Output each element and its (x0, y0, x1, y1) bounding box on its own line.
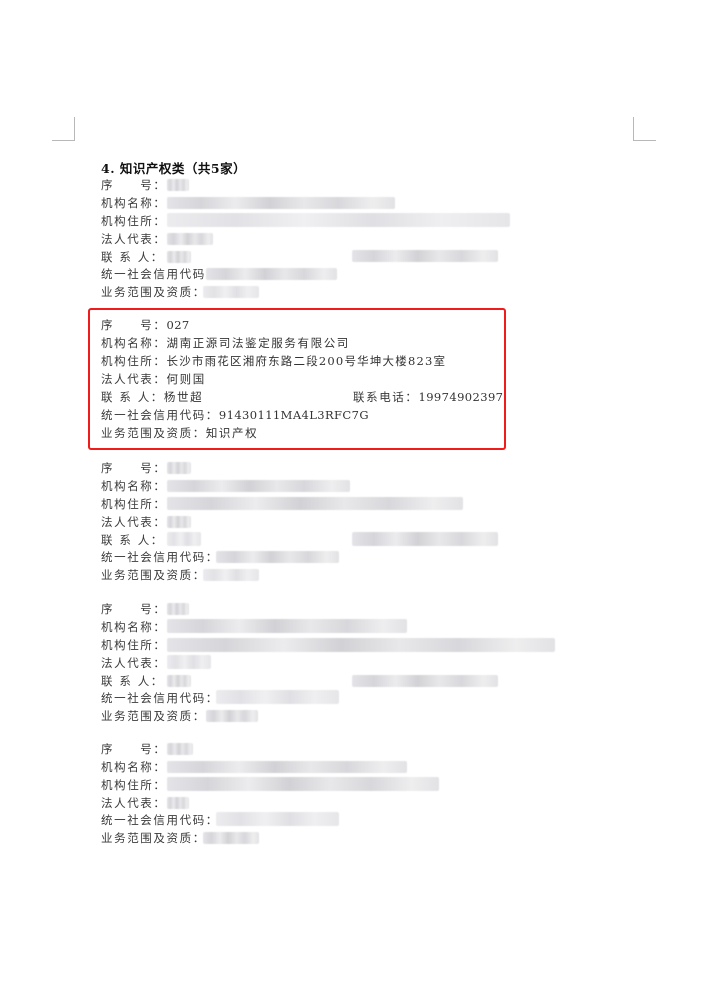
redacted-value (167, 675, 191, 687)
redacted-value (167, 497, 463, 510)
scope-value: 知识产权 (205, 426, 259, 440)
name-label: 机构名称： (101, 336, 167, 350)
redacted-value (203, 569, 259, 581)
redacted-value (167, 462, 191, 474)
redacted-value (167, 638, 555, 652)
redacted-value (167, 233, 213, 245)
credit-code-label: 统一社会信用代码： (101, 813, 219, 827)
redacted-value (352, 675, 498, 687)
redacted-value (167, 516, 191, 528)
credit-code-label: 统一社会信用代码： (101, 550, 219, 564)
legal-rep-label: 法人代表： (101, 232, 167, 246)
redacted-value (167, 179, 189, 191)
redacted-value (167, 743, 193, 755)
redacted-value (203, 286, 259, 298)
credit-code-value: 91430111MA4L3RFC7G (218, 408, 369, 422)
legal-rep-label: 法人代表： (101, 796, 167, 810)
serial-label: 序 号： (101, 318, 167, 332)
address-label: 机构住所： (101, 214, 167, 228)
credit-code-row: 统一社会信用代码：91430111MA4L3RFC7G (101, 407, 369, 423)
redacted-value (167, 777, 439, 791)
name-label: 机构名称： (101, 196, 167, 210)
redacted-value (167, 619, 407, 633)
redacted-value (167, 213, 510, 227)
serial-row: 序 号：027 (101, 317, 190, 333)
address-row: 机构住所：长沙市雨花区湘府东路二段200号华坤大楼823室 (101, 353, 446, 369)
redacted-value (167, 480, 350, 492)
redacted-value (167, 197, 395, 209)
scope-label: 业务范围及资质： (101, 568, 206, 582)
scope-label: 业务范围及资质： (101, 709, 206, 723)
address-value: 长沙市雨花区湘府东路二段200号华坤大楼823室 (166, 354, 447, 368)
legal-rep-label: 法人代表： (101, 372, 167, 386)
redacted-value (167, 251, 191, 263)
phone-row: 联系电话：19974902397 (353, 389, 503, 405)
credit-code-label: 统一社会信用代码 (101, 267, 206, 281)
scope-label: 业务范围及资质： (101, 285, 206, 299)
phone-value: 19974902397 (418, 390, 504, 404)
phone-label: 联系电话： (353, 390, 419, 404)
redacted-value (352, 532, 498, 546)
corner-mark-right-horizontal (633, 140, 656, 141)
credit-code-label: 统一社会信用代码： (101, 691, 219, 705)
address-label: 机构住所： (101, 354, 167, 368)
redacted-value (352, 250, 498, 262)
redacted-value (216, 812, 339, 826)
legal-rep-value: 何则国 (166, 372, 206, 386)
section-heading: 4. 知识产权类（共5家） (101, 161, 247, 176)
name-label: 机构名称： (101, 620, 167, 634)
serial-value: 027 (166, 318, 190, 332)
name-row: 机构名称：湖南正源司法鉴定服务有限公司 (101, 335, 350, 351)
contact-value: 杨世超 (163, 390, 204, 404)
address-label: 机构住所： (101, 778, 167, 792)
scope-label: 业务范围及资质： (101, 831, 206, 845)
redacted-value (203, 832, 259, 844)
legal-rep-label: 法人代表： (101, 515, 167, 529)
redacted-value (167, 655, 211, 669)
name-label: 机构名称： (101, 479, 167, 493)
highlight-box (88, 308, 506, 450)
legal-rep-label: 法人代表： (101, 656, 167, 670)
serial-label: 序 号： (101, 742, 167, 756)
serial-label: 序 号： (101, 178, 167, 192)
serial-label: 序 号： (101, 602, 167, 616)
redacted-value (167, 532, 201, 546)
scope-row: 业务范围及资质：知识产权 (101, 425, 258, 441)
corner-mark-left-vertical (74, 117, 75, 141)
address-label: 机构住所： (101, 497, 167, 511)
redacted-value (167, 797, 189, 809)
contact-label: 联 系 人： (101, 390, 164, 404)
redacted-value (167, 603, 189, 615)
corner-mark-right-vertical (633, 117, 634, 141)
redacted-value (206, 268, 337, 280)
redacted-value (216, 690, 339, 704)
redacted-value (216, 551, 339, 563)
contact-label: 联 系 人： (101, 674, 164, 688)
corner-mark-left-horizontal (52, 140, 75, 141)
redacted-value (167, 761, 407, 773)
name-value: 湖南正源司法鉴定服务有限公司 (166, 336, 350, 350)
serial-label: 序 号： (101, 461, 167, 475)
credit-code-label: 统一社会信用代码： (101, 408, 219, 422)
scope-label: 业务范围及资质： (101, 426, 206, 440)
name-label: 机构名称： (101, 760, 167, 774)
legal-rep-row: 法人代表：何则国 (101, 371, 206, 387)
address-label: 机构住所： (101, 638, 167, 652)
contact-label: 联 系 人： (101, 533, 164, 547)
contact-row: 联 系 人：杨世超 (101, 389, 203, 405)
contact-label: 联 系 人： (101, 250, 164, 264)
redacted-value (206, 710, 258, 722)
